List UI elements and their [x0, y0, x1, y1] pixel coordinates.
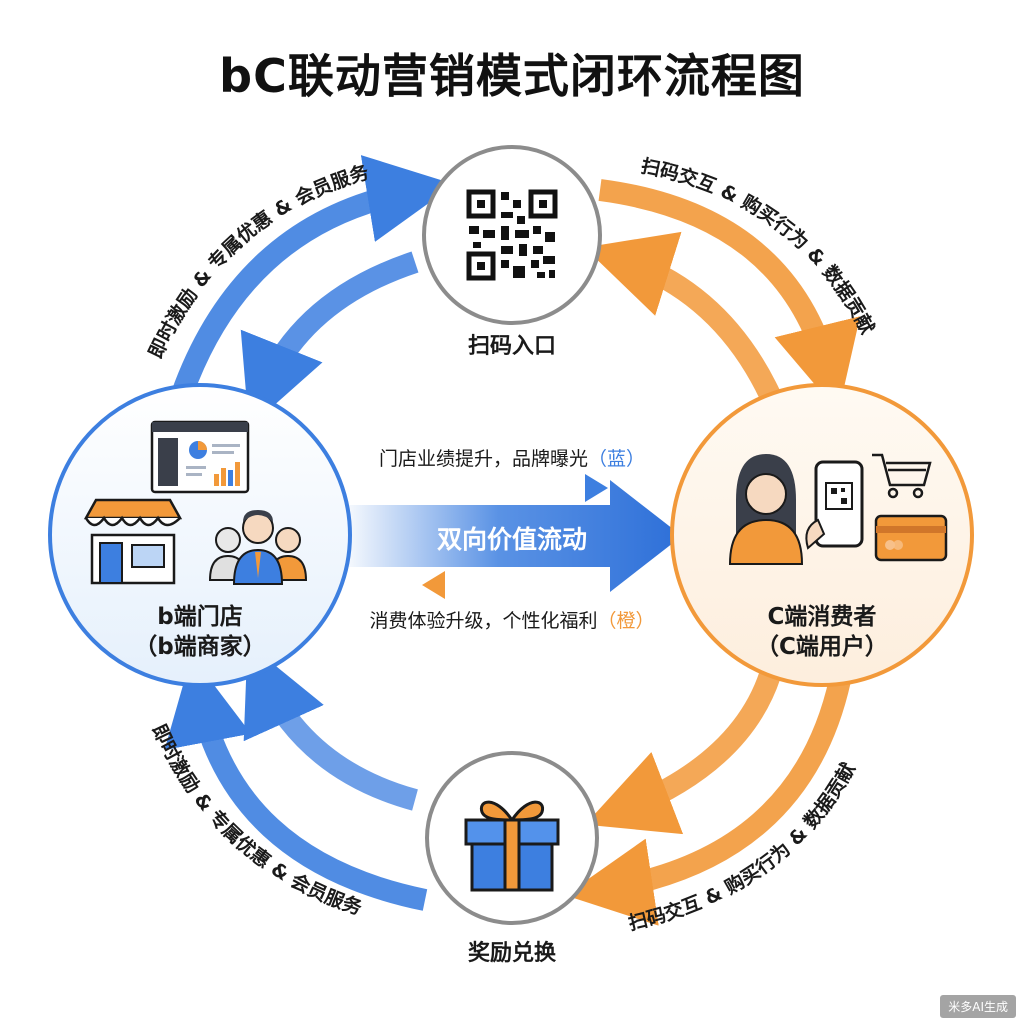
shopping-cart-icon — [872, 453, 932, 499]
lower-flow-text: 消费体验升级，个性化福利 — [369, 610, 598, 632]
node-reward-exchange — [425, 751, 599, 925]
c-consumer-title: C端消费者 — [767, 604, 877, 630]
arrow-orange-inner-top — [584, 231, 780, 400]
arrow-blue-inner-bottom — [243, 642, 418, 811]
main-flow-arrow — [348, 480, 682, 592]
upper-flow-tag: （蓝） — [588, 448, 646, 470]
b-store-title: b端门店 — [157, 604, 243, 630]
dashboard-icon — [150, 420, 250, 494]
credit-card-icon — [874, 514, 948, 562]
main-flow-label: 双向价值流动 — [436, 525, 587, 554]
node-b-store — [48, 383, 352, 687]
orange-thin-arrowhead — [422, 571, 445, 599]
arrow-blue-outer-bottom — [164, 655, 428, 911]
consumer-person-icon — [728, 454, 804, 565]
qr-code-icon — [466, 189, 558, 281]
node-scan-entry — [422, 145, 602, 325]
arrow-blue-inner-top — [240, 251, 419, 428]
scan-entry-label: 扫码入口 — [467, 334, 556, 359]
b-store-subtitle: （b端商家） — [134, 634, 266, 660]
c-consumer-subtitle: （C端用户） — [756, 634, 888, 660]
phone-qr-icon — [805, 460, 864, 550]
reward-exchange-label: 奖励兑换 — [467, 941, 556, 966]
page-title: bC联动营销模式闭环流程图 — [219, 49, 805, 103]
b-store-label: b端门店 （b端商家） — [80, 602, 320, 662]
watermark: 米多AI生成 — [940, 995, 1016, 1018]
c-consumer-label: C端消费者 （C端用户） — [702, 602, 942, 662]
lower-flow-tag: （橙） — [597, 610, 655, 632]
people-icon — [208, 510, 308, 585]
gift-box-icon — [464, 800, 560, 892]
arrow-blue-outer-top — [164, 155, 455, 419]
arrow-orange-outer-bottom — [565, 677, 851, 926]
lower-flow-caption: 消费体验升级，个性化福利（橙） — [0, 606, 1024, 633]
node-c-consumer — [670, 383, 974, 687]
blue-thin-arrowhead — [585, 474, 608, 502]
upper-flow-text: 门店业绩提升，品牌曝光 — [378, 448, 588, 470]
store-icon — [83, 498, 183, 585]
upper-flow-caption: 门店业绩提升，品牌曝光（蓝） — [0, 444, 1024, 471]
arrow-orange-outer-top — [598, 179, 861, 413]
arrow-orange-inner-bottom — [585, 671, 781, 835]
